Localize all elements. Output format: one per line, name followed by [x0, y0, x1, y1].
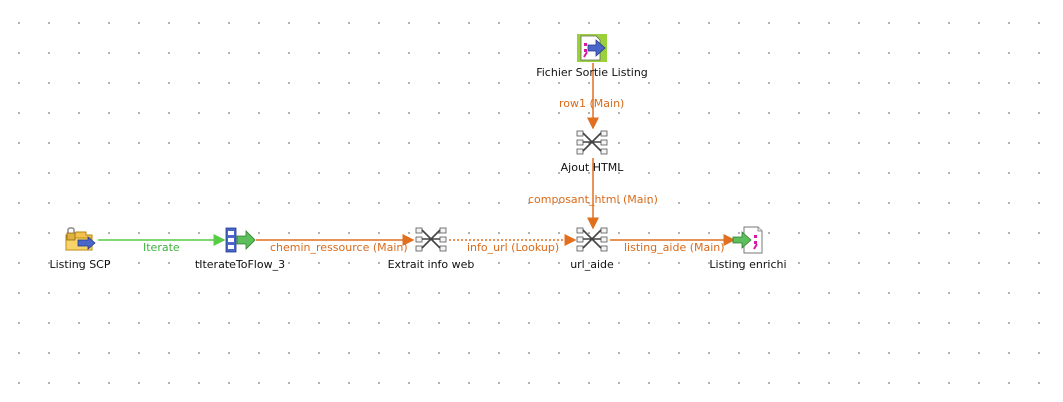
- component-label[interactable]: url_aide: [570, 258, 614, 271]
- iterate-to-flow-icon[interactable]: [224, 226, 256, 254]
- file-output-icon[interactable]: [732, 226, 764, 254]
- tmap-icon[interactable]: [415, 226, 447, 254]
- ftp-folder-icon[interactable]: [64, 226, 96, 254]
- file-input-icon[interactable]: [576, 34, 608, 62]
- tmap-icon[interactable]: [576, 226, 608, 254]
- component-label[interactable]: tIterateToFlow_3: [194, 258, 286, 271]
- tmap-icon[interactable]: [576, 129, 608, 157]
- row1-link-label[interactable]: row1 (Main): [559, 97, 625, 110]
- iterate-link-label[interactable]: Iterate: [143, 241, 180, 254]
- component-label[interactable]: Fichier Sortie Listing: [536, 66, 648, 79]
- chemin-ressource-link-label[interactable]: chemin_ressource (Main): [270, 241, 408, 254]
- listing-aide-link-label[interactable]: listing_aide (Main): [624, 241, 725, 254]
- component-label[interactable]: Ajout HTML: [560, 161, 624, 174]
- component-label[interactable]: Listing enrichi: [709, 258, 787, 271]
- info-url-link-label[interactable]: info_url (Lookup): [467, 241, 560, 254]
- composant-html-link-label[interactable]: composant_html (Main): [528, 193, 658, 206]
- component-label[interactable]: Extrait info web: [387, 258, 475, 271]
- component-label[interactable]: Listing SCP: [49, 258, 111, 271]
